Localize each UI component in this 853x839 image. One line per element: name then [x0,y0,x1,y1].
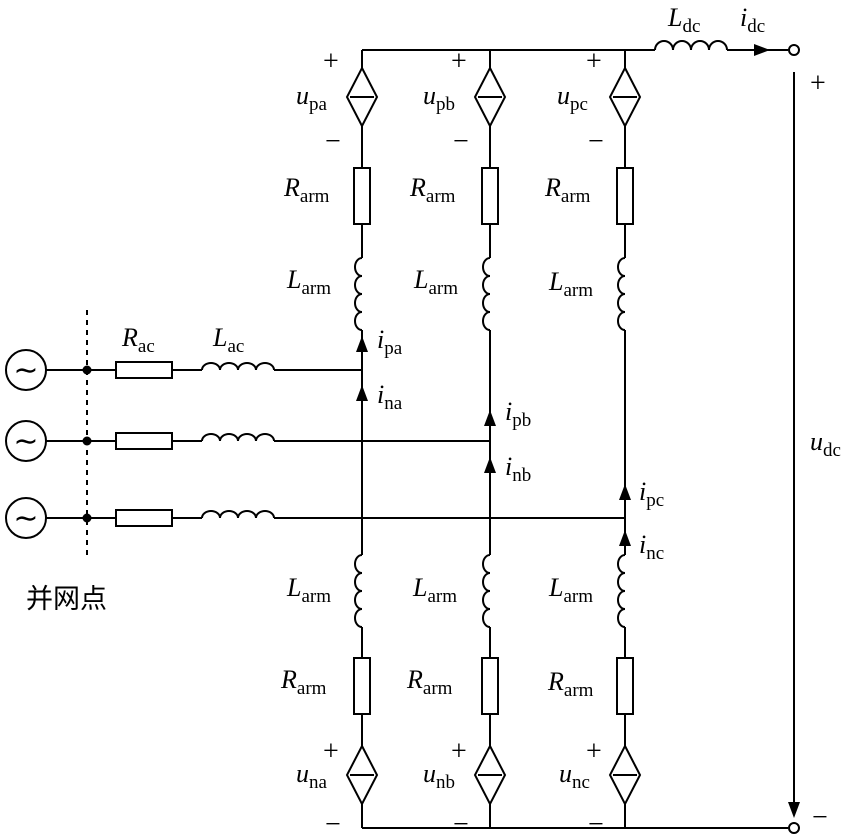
ipb-label: ipb [505,397,531,431]
ac-source-c-tilde: ∼ [13,502,38,535]
rarm-upper-c-label: Rarm [544,173,591,207]
dc-negative-bus [362,822,800,834]
lower-resistor-c [616,657,634,715]
dc-negative-terminal [788,822,800,834]
upa-label: upa [296,81,328,115]
upc-plus-sign: + [586,46,602,77]
upc-minus-sign: − [588,126,604,157]
udc-arrow [788,72,800,818]
unc-plus-sign: + [586,736,602,767]
rac-label: Rac [121,323,155,357]
upper-inductor-b [482,257,491,331]
rarm-upper-b-label: Rarm [409,173,456,207]
larm-upper-c-label: Larm [548,267,593,301]
lower-inductor-b [482,554,491,628]
ac-line-a [5,349,362,391]
inc-arrow-icon [619,530,631,546]
phase-leg-b [473,50,507,828]
phase-leg-a [345,50,379,828]
upper-resistor-b [481,167,499,225]
ac-inductor-b [201,433,275,442]
una-label: una [296,759,328,793]
ina-arrow-icon [356,385,368,401]
idc-label: idc [740,3,765,37]
udc-arrow-icon [788,802,800,818]
ac-resistor-b [115,432,173,450]
ac-inductor-a [201,362,275,371]
udc-label: udc [810,427,841,461]
ac-inductor-c [201,510,275,519]
ipa-arrow-icon [356,336,368,352]
una-minus-sign: − [325,809,341,839]
upa-minus-sign: − [325,126,341,157]
lower-resistor-b [481,657,499,715]
upper-resistor-c [616,167,634,225]
upper-inductor-c [617,257,626,331]
rarm-lower-c-label: Rarm [547,667,594,701]
larm-lower-c-label: Larm [548,573,593,607]
inb-label: inb [505,452,531,486]
unb-label: unb [423,759,455,793]
ipc-arrow-icon [619,484,631,500]
unc-label: unc [559,759,590,793]
ipc-label: ipc [639,477,664,511]
phase-leg-c [608,50,642,828]
upper-resistor-a [353,167,371,225]
upb-label: upb [423,81,455,115]
ac-resistor-c [115,509,173,527]
ipa-label: ipa [377,325,403,359]
ac-line-c [5,497,625,539]
udc-minus-sign: − [812,802,828,833]
udc-plus-sign: + [810,68,826,99]
lac-label: Lac [212,323,244,357]
lower-inductor-a [354,554,363,628]
rarm-lower-a-label: Rarm [280,665,327,699]
larm-lower-b-label: Larm [412,573,457,607]
pcc-label: 并网点 [26,584,107,615]
ina-label: ina [377,380,403,414]
rarm-upper-a-label: Rarm [283,173,330,207]
unb-minus-sign: − [453,809,469,839]
ac-source-b-tilde: ∼ [13,425,38,458]
larm-upper-a-label: Larm [286,265,331,299]
ldc-label: Ldc [667,3,700,37]
ac-resistor-a [115,361,173,379]
ac-line-b [5,420,490,462]
unb-plus-sign: + [451,736,467,767]
dc-positive-bus [362,40,800,56]
upc-label: upc [557,81,588,115]
larm-upper-b-label: Larm [413,265,458,299]
ac-source-a-tilde: ∼ [13,354,38,387]
upa-plus-sign: + [323,46,339,77]
unc-minus-sign: − [588,809,604,839]
upper-inductor-a [354,257,363,331]
lower-inductor-c [617,554,626,628]
ipb-arrow-icon [484,410,496,426]
lower-resistor-a [353,657,371,715]
inc-label: inc [639,530,664,564]
dc-positive-terminal [788,44,800,56]
una-plus-sign: + [323,736,339,767]
rarm-lower-b-label: Rarm [406,665,453,699]
larm-lower-a-label: Larm [286,573,331,607]
upb-plus-sign: + [451,46,467,77]
upb-minus-sign: − [453,126,469,157]
inb-arrow-icon [484,457,496,473]
idc-arrow-icon [754,44,770,56]
